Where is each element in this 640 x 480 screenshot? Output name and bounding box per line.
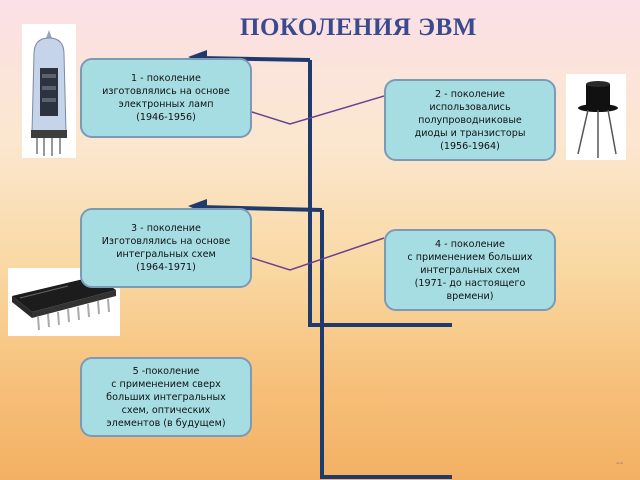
trunk-line-1	[308, 60, 452, 327]
generation-5-box: 5 -поколение с применением сверх больших…	[80, 357, 252, 437]
vacuum-tube-icon	[22, 24, 76, 158]
generation-5-line-3: больших интегральных	[106, 391, 226, 403]
generation-4-line-4: (1971- до настоящего	[414, 277, 526, 289]
generation-5-line-4: схем, оптических	[121, 404, 211, 416]
generation-3-line-2: Изготовлялись на основе	[101, 236, 231, 247]
generation-2-line-5: (1956-1964)	[440, 140, 500, 152]
generation-1-line-4: (1946-1956)	[136, 112, 196, 123]
generation-3-line-3: интегральных схем	[116, 249, 216, 260]
link-gen3-gen4	[251, 237, 385, 271]
generation-2-line-3: полупроводниковые	[418, 114, 522, 126]
generation-2-box: 2 - поколение использовались полупроводн…	[384, 79, 556, 161]
generation-5-line-2: с применением сверх	[111, 378, 221, 390]
generation-3-line-1: 3 - поколение	[131, 223, 201, 234]
trunk-line-2	[320, 210, 452, 479]
generation-5-line-5: элементов (в будущем)	[106, 417, 226, 429]
generation-4-line-2: с применением больших	[407, 251, 533, 263]
arrow-to-gen3	[199, 205, 323, 212]
generation-4-box: 4 - поколение с применением больших инте…	[384, 229, 556, 311]
generation-3-box: 3 - поколение Изготовлялись на основе ин…	[80, 208, 252, 288]
generation-2-line-2: использовались	[429, 101, 511, 113]
generation-2-line-1: 2 - поколение	[435, 88, 505, 100]
generation-4-line-1: 4 - поколение	[435, 238, 505, 250]
generation-1-line-2: изготовлялись на основе	[102, 86, 230, 97]
generation-1-line-3: электронных ламп	[118, 99, 214, 110]
generation-4-line-3: интегральных схем	[420, 264, 520, 276]
transistor-icon	[566, 74, 626, 160]
generation-5-line-1: 5 -поколение	[132, 365, 200, 377]
slide-footer-mark: --	[616, 458, 624, 469]
generation-4-line-5: времени)	[446, 290, 494, 302]
generation-3-line-4: (1964-1971)	[136, 262, 196, 273]
generation-1-box: 1 - поколение изготовлялись на основе эл…	[80, 58, 252, 138]
generation-1-line-1: 1 - поколение	[131, 73, 201, 84]
generation-2-line-4: диоды и транзисторы	[414, 127, 526, 139]
page-title: ПОКОЛЕНИЯ ЭВМ	[240, 14, 477, 41]
link-gen1-gen2	[251, 95, 385, 125]
